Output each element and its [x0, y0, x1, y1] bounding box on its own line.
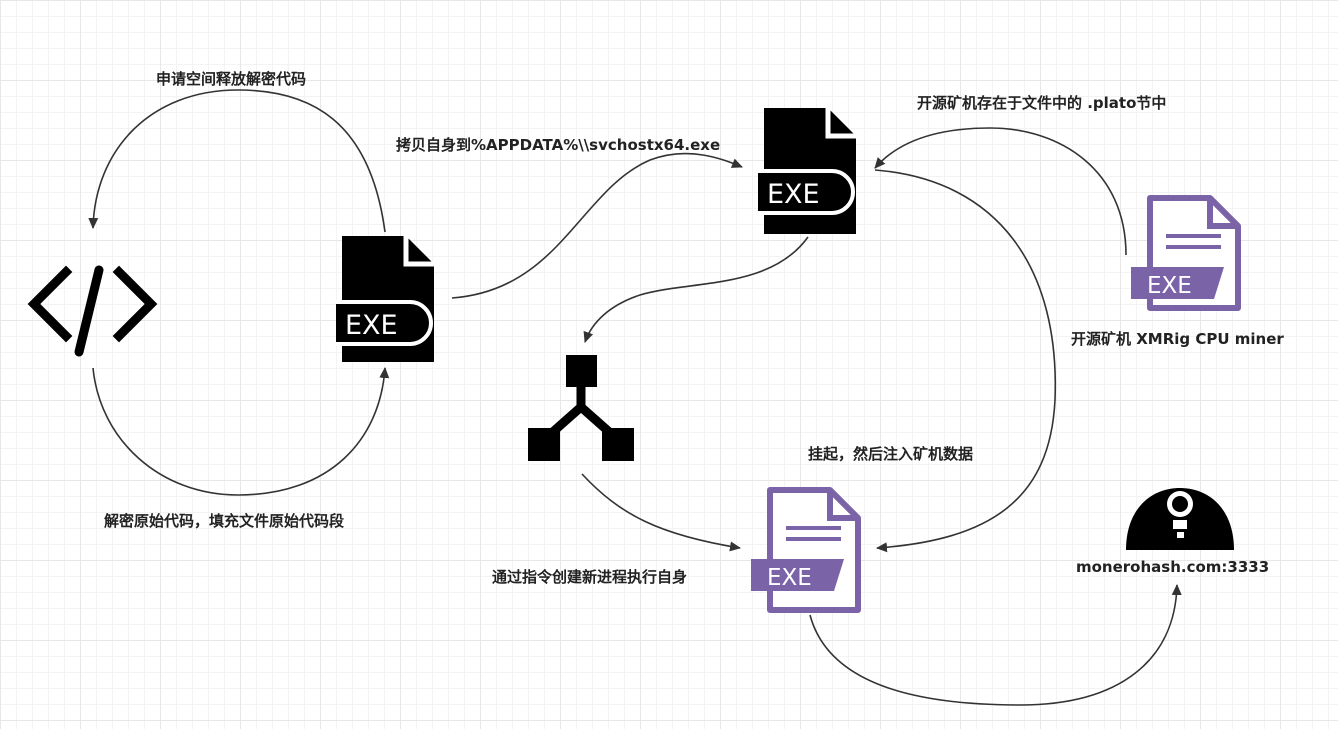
label-new-process: 通过指令创建新进程执行自身	[492, 568, 688, 586]
code-icon	[27, 265, 158, 357]
arrow-to-pool	[809, 584, 1182, 706]
exe-file-icon-bottom: EXE	[751, 487, 861, 613]
arrow-new-process	[581, 473, 741, 552]
exe-file-icon-left: EXE	[336, 236, 434, 362]
exe-text: EXE	[767, 565, 812, 591]
arrow-to-fork	[583, 236, 809, 343]
exe-file-icon-miner: EXE	[1131, 195, 1241, 311]
arrows	[88, 89, 1182, 706]
exe-file-icon-top: EXE	[758, 108, 856, 234]
label-copy-self: 拷贝自身到%APPDATA%\\svchostx64.exe	[396, 136, 721, 154]
arrow-alloc	[88, 89, 386, 233]
label-suspend-inject: 挂起，然后注入矿机数据	[808, 445, 974, 463]
arrow-copy-self	[451, 152, 743, 299]
exe-text: EXE	[767, 179, 820, 210]
exe-text: EXE	[345, 310, 398, 341]
arrow-inject	[874, 169, 1057, 553]
miner-helmet-icon	[1126, 488, 1234, 550]
label-pool: monerohash.com:3333	[1076, 558, 1270, 576]
exe-text: EXE	[1147, 273, 1192, 299]
label-miner-section: 开源矿机存在于文件中的 .plato节中	[917, 94, 1167, 112]
arrow-miner-section	[874, 127, 1127, 256]
fork-icon	[528, 355, 634, 461]
arrow-decrypt	[92, 367, 390, 496]
label-miner-name: 开源矿机 XMRig CPU miner	[1071, 330, 1284, 348]
label-alloc: 申请空间释放解密代码	[156, 70, 307, 88]
label-decrypt: 解密原始代码，填充文件原始代码段	[104, 512, 345, 530]
